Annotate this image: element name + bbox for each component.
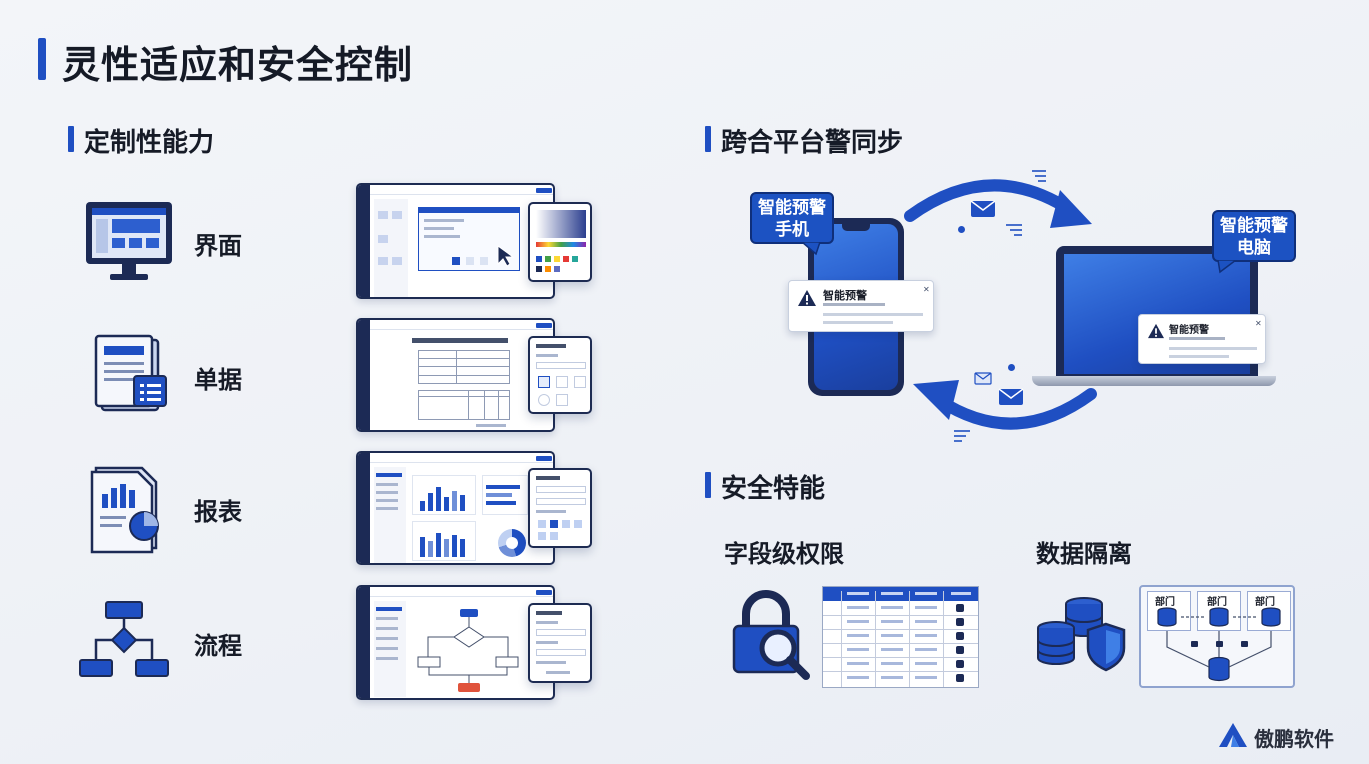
pc-alert-card: 智能预警 ✕ [1138,314,1266,364]
brand-name: 傲鹏软件 [1254,727,1334,751]
phone-alert-card: 智能预警 ✕ [788,280,934,332]
pc-bubble-line1: 智能预警 [1220,216,1288,236]
sync-title: 跨合平台警同步 [721,128,904,158]
decor-dot [958,226,965,233]
interface-label: 界面 [194,232,242,260]
interface-designer-preview [356,183,555,299]
bubble-tail [800,242,821,256]
monitor-icon [82,198,182,288]
phone-alert-bubble: 智能预警 手机 [750,192,834,244]
report-label: 报表 [194,498,242,526]
department-label: 部门 [1207,597,1227,608]
section-accent-bar [705,126,711,152]
pc-alert-title: 智能预警 [1169,325,1209,336]
database-shield-icon [1034,594,1130,678]
sync-arrow-bottom-icon [913,380,1097,430]
laptop-base [1032,376,1276,386]
flowchart-icon [76,598,176,688]
phone-bubble-line1: 智能预警 [758,198,826,218]
customization-title: 定制性能力 [84,128,215,158]
field-level-permission-title: 字段级权限 [724,540,844,568]
pc-bubble-line2: 电脑 [1237,238,1271,258]
warning-icon [798,290,816,306]
decor-dot [1008,364,1015,371]
phone-bubble-line2: 手机 [775,220,809,240]
warning-icon [1148,323,1164,339]
document-icon [90,332,190,422]
phone-alert-title: 智能预警 [823,289,867,302]
page-title: 灵性适应和安全控制 [62,43,414,87]
field-settings-popup [528,336,592,414]
section-accent-bar [705,472,711,498]
department-label: 部门 [1255,597,1275,608]
pc-alert-bubble: 智能预警 电脑 [1212,210,1296,262]
title-accent-bar [38,38,46,80]
envelope-icon [974,370,992,389]
department-label: 部门 [1155,597,1175,608]
brand-logo-icon [1218,722,1248,752]
workflow-label: 流程 [194,632,242,660]
envelope-icon [970,200,996,222]
permission-table [822,586,979,688]
data-isolation-title: 数据隔离 [1036,540,1132,568]
report-chart-icon [88,464,188,554]
cursor-icon [496,244,516,272]
color-picker-popup [528,202,592,282]
bubble-tail [1217,260,1238,274]
chart-settings-popup [528,468,592,548]
security-title: 安全特能 [721,474,826,504]
speed-lines-icon [1004,222,1024,241]
report-designer-preview [356,451,555,565]
section-accent-bar [68,126,74,152]
document-designer-preview [356,318,555,432]
node-settings-popup [528,603,592,683]
workflow-designer-preview [356,585,555,700]
sync-arrow-top-icon [904,179,1092,228]
close-icon[interactable]: ✕ [923,285,930,294]
speed-lines-icon [952,428,972,447]
data-isolation-diagram: 部门 部门 部门 [1139,585,1295,688]
lock-icon [730,590,814,686]
speed-lines-icon [1030,168,1048,187]
envelope-icon [998,388,1024,410]
document-label: 单据 [194,366,242,394]
close-icon[interactable]: ✕ [1255,319,1262,328]
